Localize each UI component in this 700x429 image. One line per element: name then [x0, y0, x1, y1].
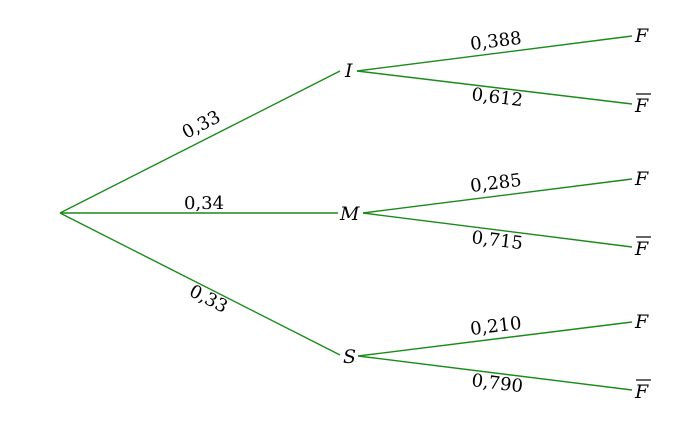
leaf-S-Fbar: F [634, 381, 649, 403]
branch-I-Fbar [356, 70, 633, 105]
prob-M-Fbar: 0,715 [470, 227, 524, 254]
branch-root-S [59, 212, 341, 356]
node-S: S [343, 346, 356, 368]
prob-I: 0,33 [179, 107, 224, 144]
branch-M-Fbar [362, 212, 633, 248]
leaf-M-Fbar: F [634, 238, 649, 260]
node-M: M [339, 203, 360, 225]
leaf-S-F: F [634, 311, 649, 333]
prob-S: 0,33 [186, 281, 231, 318]
leaf-I-F: F [634, 25, 649, 47]
branch-M-F [362, 178, 633, 214]
branch-root-I [59, 70, 341, 214]
node-I: I [344, 60, 353, 82]
prob-M-F: 0,285 [469, 170, 523, 197]
leaf-M-F: F [634, 168, 649, 190]
prob-S-Fbar: 0,790 [470, 370, 524, 397]
prob-M: 0,34 [184, 193, 224, 214]
prob-I-Fbar: 0,612 [470, 84, 524, 111]
branch-S-Fbar [357, 355, 633, 391]
branch-S-F [357, 321, 633, 357]
branch-I-F [356, 35, 633, 72]
leaf-I-Fbar: F [634, 95, 649, 117]
